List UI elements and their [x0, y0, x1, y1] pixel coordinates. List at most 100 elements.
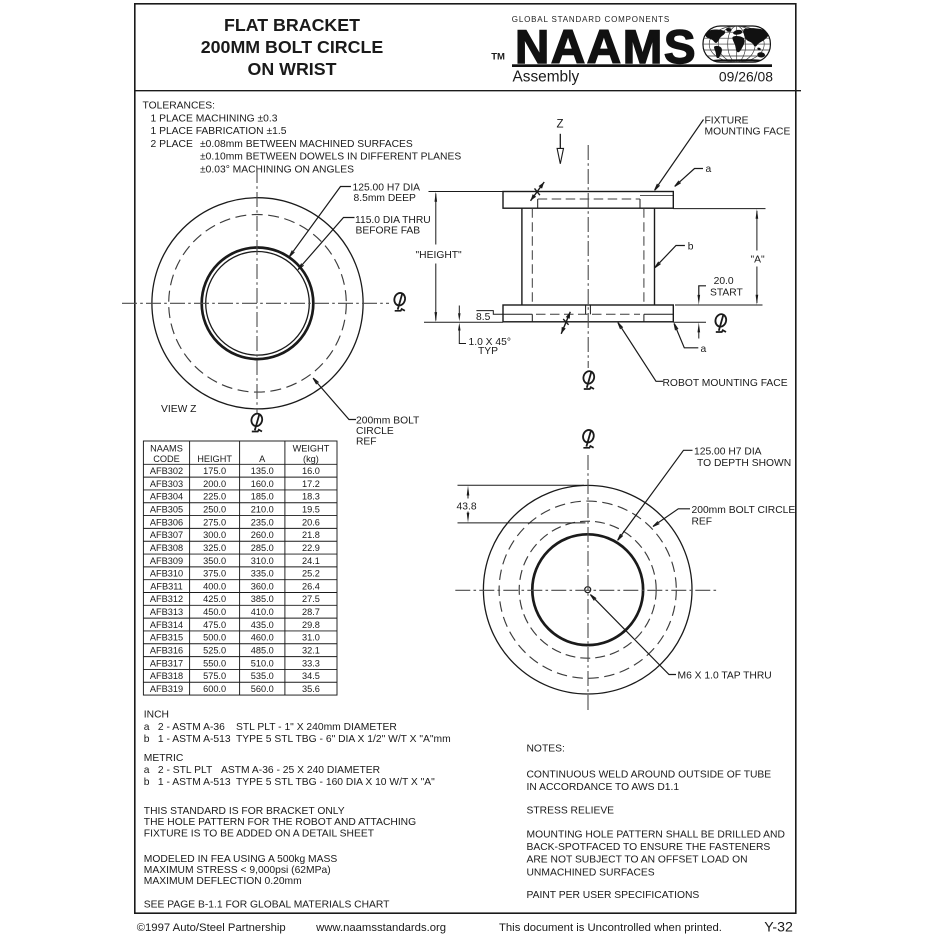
svg-text:210.0: 210.0 [251, 504, 274, 514]
svg-text:IN ACCORDANCE TO AWS D1.1: IN ACCORDANCE TO AWS D1.1 [527, 782, 680, 793]
svg-text:AFB312: AFB312 [150, 594, 183, 604]
svg-text:THIS STANDARD IS FOR BRACKET O: THIS STANDARD IS FOR BRACKET ONLY [144, 806, 345, 817]
svg-text:AFB308: AFB308 [150, 543, 183, 553]
svg-text:BACK-SPOTFACED TO ENSURE THE F: BACK-SPOTFACED TO ENSURE THE FASTENERS [527, 842, 771, 853]
svg-text:525.0: 525.0 [203, 646, 226, 656]
svg-text:FLAT BRACKET: FLAT BRACKET [224, 15, 360, 35]
svg-text:200mm BOLT: 200mm BOLT [356, 416, 420, 427]
svg-text:a: a [701, 344, 707, 355]
svg-text:AFB319: AFB319 [150, 684, 183, 694]
svg-text:NOTES:: NOTES: [527, 744, 565, 755]
svg-text:200mm BOLT CIRCLE: 200mm BOLT CIRCLE [692, 505, 796, 516]
svg-text:135.0: 135.0 [251, 466, 274, 476]
svg-text:THE HOLE PATTERN FOR THE ROBOT: THE HOLE PATTERN FOR THE ROBOT AND ATTAC… [144, 817, 416, 828]
svg-text:29.8: 29.8 [302, 620, 320, 630]
svg-text:TM: TM [491, 52, 505, 63]
svg-text:AFB313: AFB313 [150, 607, 183, 617]
svg-text:±0.03° MACHINING ON ANGLES: ±0.03° MACHINING ON ANGLES [200, 165, 354, 176]
svg-text:GLOBAL STANDARD COMPONENTS: GLOBAL STANDARD COMPONENTS [512, 15, 670, 24]
svg-text:TYP: TYP [478, 346, 498, 357]
svg-text:AFB315: AFB315 [150, 633, 183, 643]
svg-text:275.0: 275.0 [203, 517, 226, 527]
svg-text:375.0: 375.0 [203, 569, 226, 579]
svg-text:AFB318: AFB318 [150, 671, 183, 681]
svg-text:ASTM A-36 - 25 X 240 DIAMETER: ASTM A-36 - 25 X 240 DIAMETER [221, 765, 380, 776]
svg-text:AFB306: AFB306 [150, 517, 183, 527]
svg-text:a: a [144, 722, 150, 733]
svg-text:©1997 Auto/Steel Partnership: ©1997 Auto/Steel Partnership [137, 922, 286, 934]
svg-text:MOUNTING HOLE PATTERN SHALL BE: MOUNTING HOLE PATTERN SHALL BE DRILLED A… [527, 830, 785, 841]
svg-text:425.0: 425.0 [203, 594, 226, 604]
svg-text:TYPE 5 STL TBG - 160 DIA X 10: TYPE 5 STL TBG - 160 DIA X 10 W/T X "A" [236, 777, 435, 788]
svg-text:22.9: 22.9 [302, 543, 320, 553]
svg-text:MODELED IN FEA USING A 500kg M: MODELED IN FEA USING A 500kg MASS [144, 854, 338, 865]
svg-text:AFB316: AFB316 [150, 646, 183, 656]
svg-text:AFB302: AFB302 [150, 466, 183, 476]
svg-text:2 - ASTM A-36: 2 - ASTM A-36 [158, 722, 225, 733]
svg-text:560.0: 560.0 [251, 684, 274, 694]
svg-text:TYPE 5 STL TBG - 6" DIA X 1/2": TYPE 5 STL TBG - 6" DIA X 1/2" W/T X "A"… [236, 734, 451, 745]
svg-text:16.0: 16.0 [302, 466, 320, 476]
svg-text:1 - ASTM A-513: 1 - ASTM A-513 [158, 777, 231, 788]
svg-text:8.5mm DEEP: 8.5mm DEEP [354, 193, 417, 204]
svg-text:AFB310: AFB310 [150, 569, 183, 579]
svg-text:AFB314: AFB314 [150, 620, 183, 630]
svg-text:"HEIGHT": "HEIGHT" [416, 250, 463, 261]
svg-text:20.0: 20.0 [714, 276, 734, 287]
svg-text:325.0: 325.0 [203, 543, 226, 553]
svg-text:510.0: 510.0 [251, 658, 274, 668]
svg-text:a: a [144, 765, 150, 776]
svg-text:600.0: 600.0 [203, 684, 226, 694]
svg-text:www.naamsstandards.org: www.naamsstandards.org [315, 922, 446, 934]
svg-text:ARE NOT SUBJECT TO AN OFFSET L: ARE NOT SUBJECT TO AN OFFSET LOAD ON [527, 855, 748, 866]
svg-text:INCH: INCH [144, 710, 169, 721]
svg-text:09/26/08: 09/26/08 [719, 69, 773, 85]
svg-text:260.0: 260.0 [251, 530, 274, 540]
svg-text:32.1: 32.1 [302, 646, 320, 656]
svg-text:REF: REF [692, 516, 713, 527]
svg-text:AFB311: AFB311 [150, 581, 183, 591]
svg-text:575.0: 575.0 [203, 671, 226, 681]
svg-text:28.7: 28.7 [302, 607, 320, 617]
svg-text:MAXIMUM DEFLECTION 0.20mm: MAXIMUM DEFLECTION 0.20mm [144, 876, 302, 887]
svg-text:500.0: 500.0 [203, 633, 226, 643]
svg-text:START: START [710, 288, 744, 299]
svg-text:34.5: 34.5 [302, 671, 320, 681]
svg-text:AFB305: AFB305 [150, 504, 183, 514]
svg-text:24.1: 24.1 [302, 556, 320, 566]
svg-text:±0.08mm BETWEEN MACHINED SURFA: ±0.08mm BETWEEN MACHINED SURFACES [200, 139, 413, 150]
svg-text:360.0: 360.0 [251, 581, 274, 591]
svg-text:FIXTURE IS TO BE ADDED ON A DE: FIXTURE IS TO BE ADDED ON A DETAIL SHEET [144, 829, 375, 840]
svg-text:REF: REF [356, 437, 377, 448]
svg-text:225.0: 225.0 [203, 492, 226, 502]
svg-text:175.0: 175.0 [203, 466, 226, 476]
svg-text:VIEW Z: VIEW Z [161, 404, 196, 415]
svg-text:18.3: 18.3 [302, 492, 320, 502]
svg-text:26.4: 26.4 [302, 581, 320, 591]
svg-text:AFB304: AFB304 [150, 492, 183, 502]
svg-text:Assembly: Assembly [513, 69, 580, 86]
svg-text:CONTINUOUS WELD AROUND OUTSIDE: CONTINUOUS WELD AROUND OUTSIDE OF TUBE [527, 770, 772, 781]
svg-text:AFB303: AFB303 [150, 479, 183, 489]
svg-text:17.2: 17.2 [302, 479, 320, 489]
svg-text:35.6: 35.6 [302, 684, 320, 694]
svg-text:AFB307: AFB307 [150, 530, 183, 540]
svg-text:b: b [144, 734, 150, 745]
svg-text:±0.10mm BETWEEN DOWELS IN DIFF: ±0.10mm BETWEEN DOWELS IN DIFFERENT PLAN… [200, 152, 461, 163]
svg-text:550.0: 550.0 [203, 658, 226, 668]
svg-text:METRIC: METRIC [144, 753, 184, 764]
svg-text:350.0: 350.0 [203, 556, 226, 566]
svg-text:ROBOT MOUNTING FACE: ROBOT MOUNTING FACE [663, 378, 788, 389]
svg-text:460.0: 460.0 [251, 633, 274, 643]
svg-text:31.0: 31.0 [302, 633, 320, 643]
svg-text:485.0: 485.0 [251, 646, 274, 656]
svg-text:21.8: 21.8 [302, 530, 320, 540]
svg-text:410.0: 410.0 [251, 607, 274, 617]
svg-text:CODE: CODE [153, 454, 180, 464]
svg-text:160.0: 160.0 [251, 479, 274, 489]
svg-text:185.0: 185.0 [251, 492, 274, 502]
svg-text:250.0: 250.0 [203, 504, 226, 514]
svg-text:a: a [706, 164, 712, 175]
svg-text:1 - ASTM A-513: 1 - ASTM A-513 [158, 734, 231, 745]
svg-text:200.0: 200.0 [203, 479, 226, 489]
